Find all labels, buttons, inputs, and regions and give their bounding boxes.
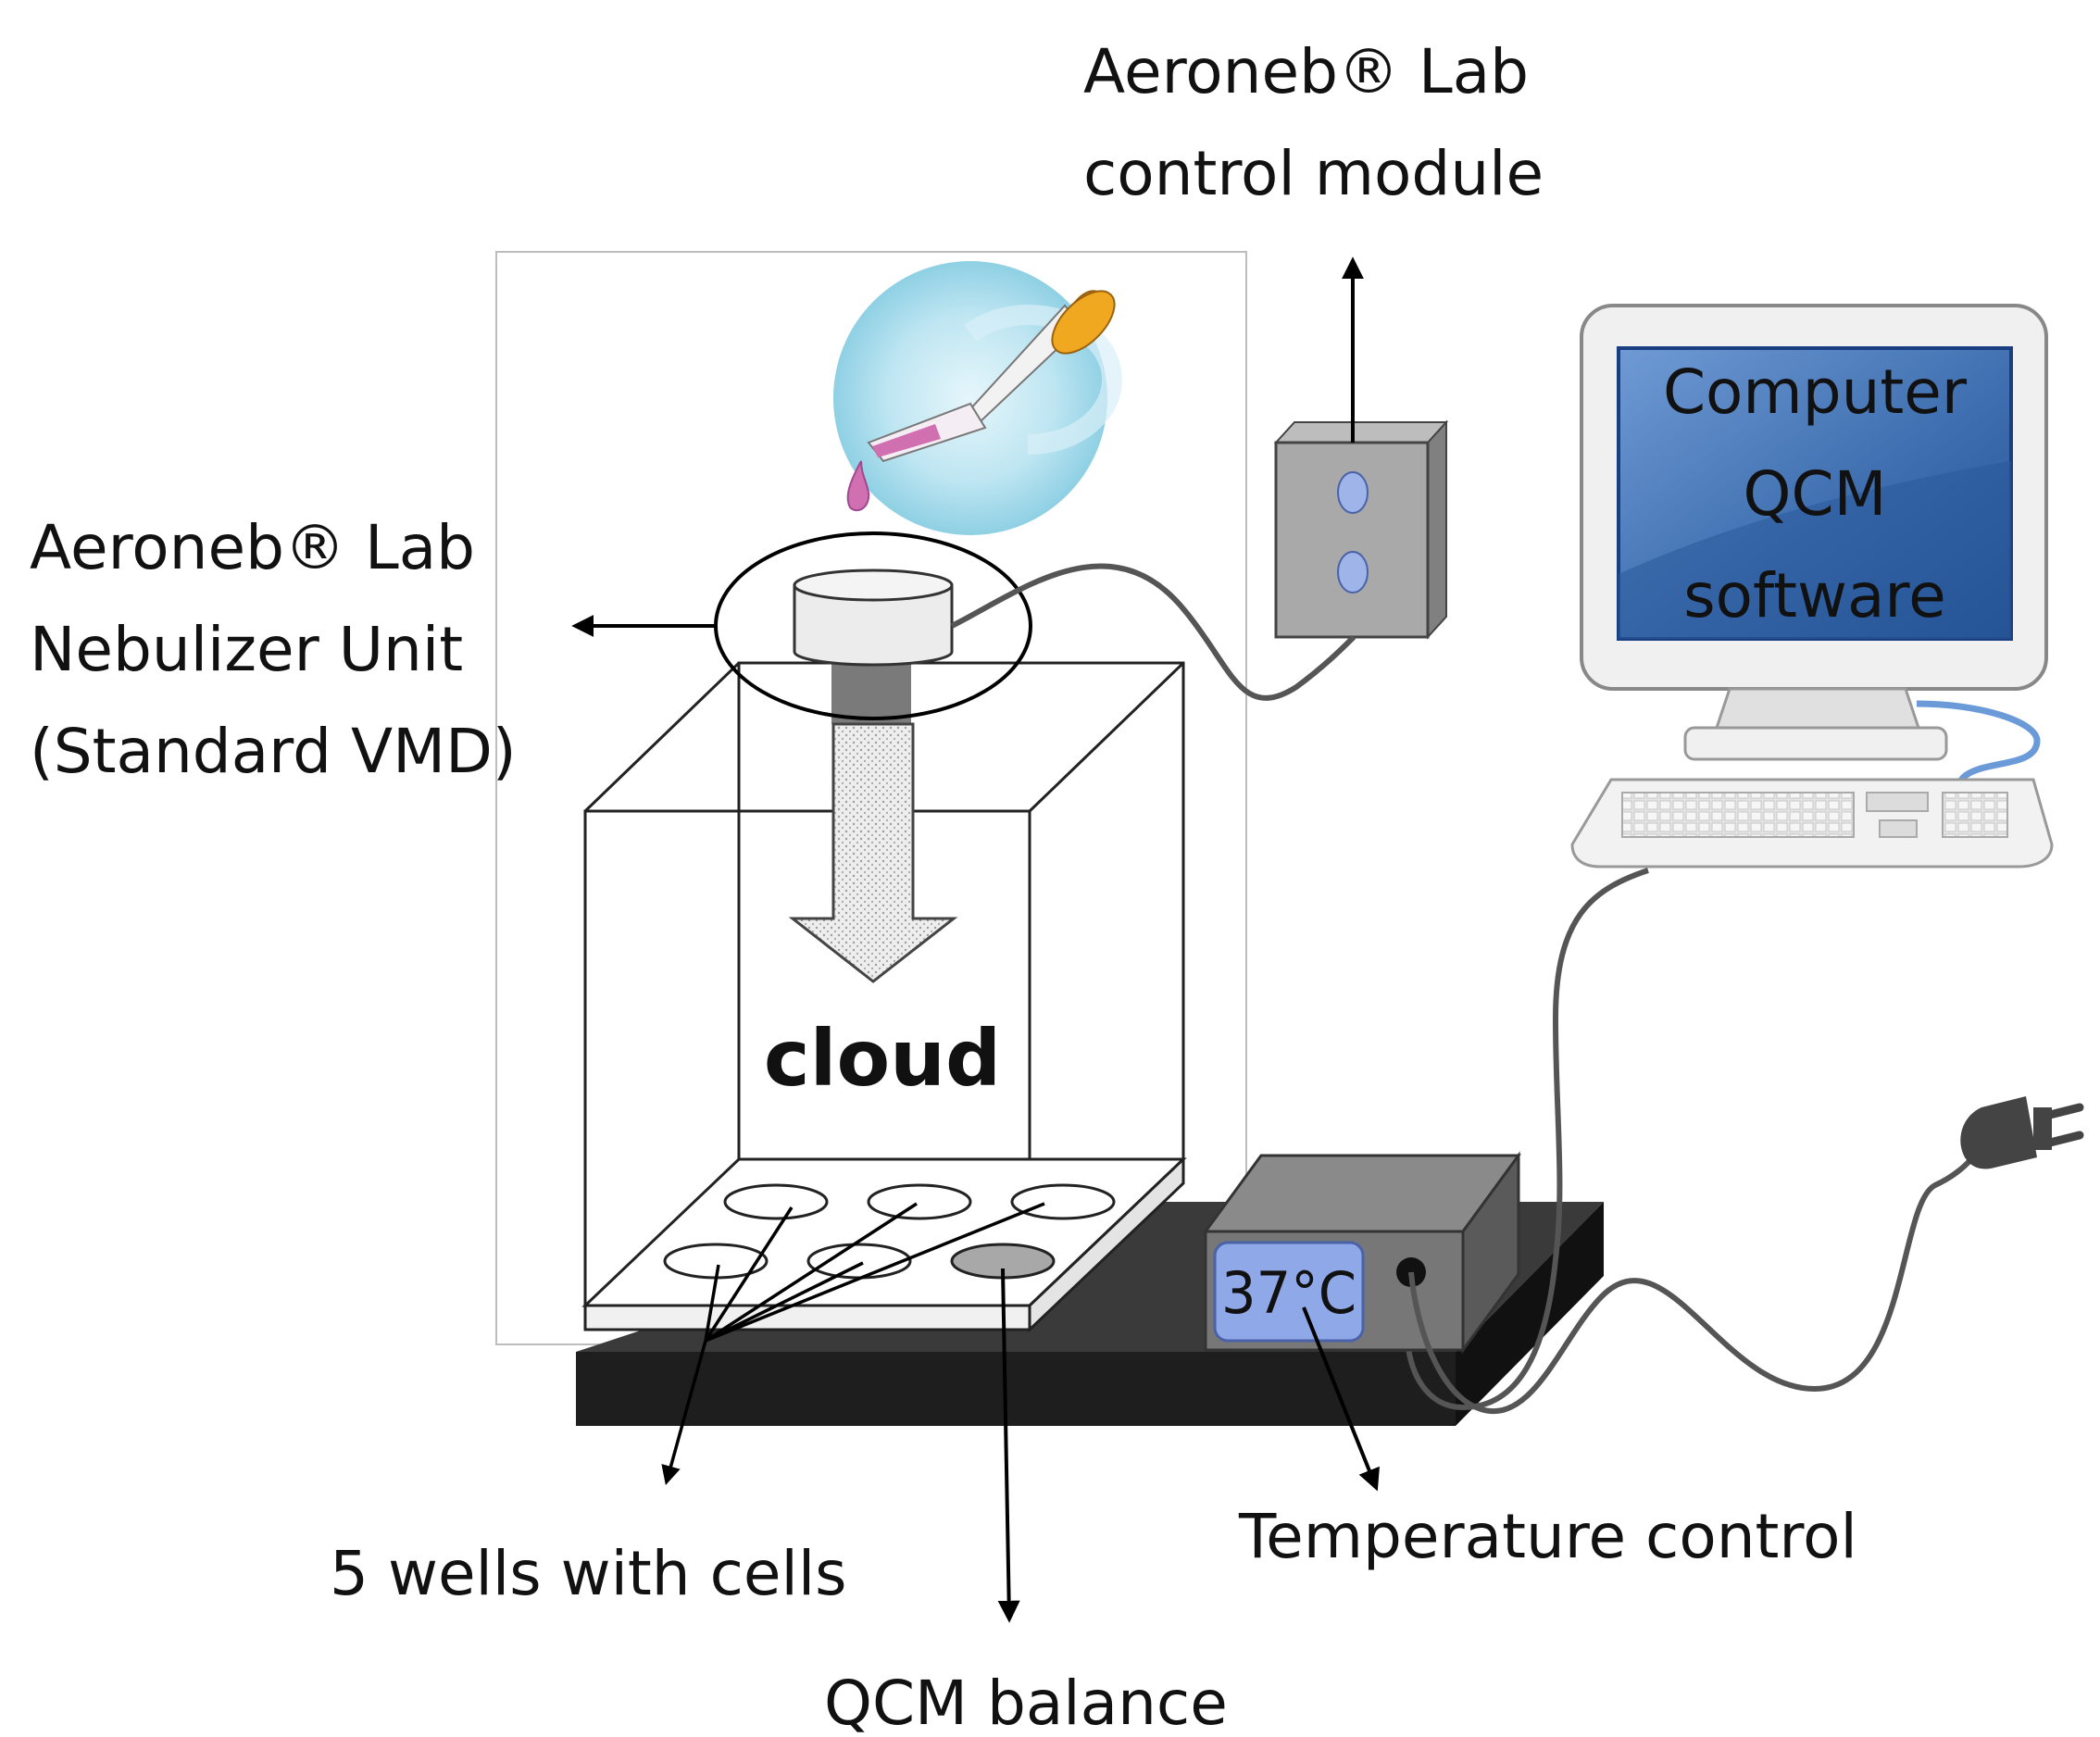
screen-text-line1: Computer (1663, 356, 1968, 428)
wells-pointer-lines (661, 1202, 1045, 1486)
nebulizer-cable (950, 563, 1356, 701)
well (806, 1243, 912, 1280)
nebulizer-unit (793, 569, 954, 724)
computer-cable (1405, 868, 1649, 1411)
power-cable (1408, 1145, 1984, 1415)
control-module-label: Aeroneb® Lab control module (1083, 36, 1544, 209)
power-plug-icon (1960, 1096, 2084, 1169)
control-button (1337, 471, 1369, 514)
well-plate (581, 1156, 1187, 1333)
temperature-display (1213, 1241, 1365, 1343)
well (723, 1183, 829, 1220)
temperature-control-label: Temperature control (1238, 1501, 1857, 1572)
control-module-label-line1: Aeroneb® Lab (1083, 36, 1529, 107)
nebulizer-label: Aeroneb® Lab Nebulizer Unit (Standard VM… (30, 512, 517, 787)
cloud-label: cloud (764, 1013, 1001, 1104)
pipette-icon (833, 261, 1122, 535)
control-button (1337, 551, 1369, 594)
screen-text-line3: software (1683, 560, 1945, 631)
screen-text: Computer QCM software (1663, 356, 1968, 631)
computer (1570, 304, 2054, 868)
qcm-balance-pointer-arrow (997, 1268, 1020, 1623)
nebulizer-label-line3: (Standard VMD) (30, 716, 517, 787)
screen-text-line2: QCM (1744, 458, 1887, 530)
temperature-display-text: 37°C (1221, 1259, 1356, 1327)
control-module (1273, 419, 1449, 640)
nebulizer-label-line2: Nebulizer Unit (30, 614, 463, 685)
qcm-balance-label: QCM balance (824, 1668, 1228, 1737)
wells-label: 5 wells with cells (330, 1538, 847, 1609)
control-module-label-line2: control module (1083, 138, 1544, 209)
temperature-control-pointer-arrow (1302, 1306, 1380, 1492)
aerosol-flow-arrow (788, 722, 958, 983)
well (867, 1183, 972, 1220)
well (1010, 1183, 1116, 1220)
nebulizer-label-line1: Aeroneb® Lab (30, 512, 475, 583)
